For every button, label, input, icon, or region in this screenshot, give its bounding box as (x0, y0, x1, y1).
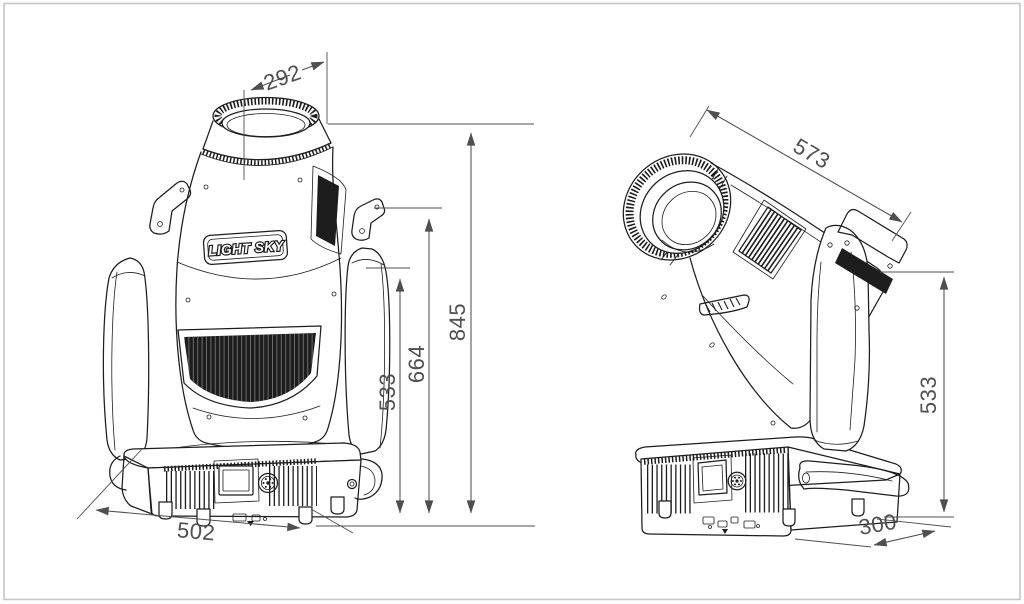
base-carry-handle (798, 460, 910, 497)
front-dimensions: 292 845 664 533 502 (76, 52, 535, 545)
yoke-arm-left (102, 257, 150, 461)
ext-line (891, 211, 912, 242)
dim-line-base-width (95, 506, 301, 532)
front-lens-rim (200, 96, 334, 166)
front-view: LIGHT SKY (76, 52, 535, 545)
ext-line (310, 508, 354, 534)
ext-line (76, 448, 143, 520)
logo-text: LIGHT SKY (208, 238, 286, 258)
louver-strip (643, 447, 788, 465)
base-knob (257, 472, 279, 494)
dim-line-head-length (706, 109, 903, 223)
dim-label-head-length: 573 (789, 133, 835, 174)
front-base (109, 442, 383, 527)
side-view: 573 533 300 (622, 105, 954, 548)
logo-plate: LIGHT SKY (202, 229, 289, 265)
dim-line-base-depth (873, 529, 936, 547)
dim-label-overall-height: 845 (445, 303, 470, 341)
dim-label-base-width: 502 (176, 517, 216, 545)
dim-label-base-depth: 300 (857, 509, 899, 540)
yoke-lock-knob (346, 478, 358, 490)
dim-label-arm-height: 533 (375, 373, 400, 411)
front-head (175, 146, 343, 450)
head-handle-left (149, 180, 192, 235)
head-side-vent (310, 165, 347, 255)
head-bottom-louver (698, 294, 750, 316)
side-lens (622, 153, 732, 261)
screw-dots (185, 177, 337, 421)
head-handle-right (351, 198, 386, 241)
dim-line-lens (250, 74, 291, 91)
ext-line (876, 518, 952, 528)
base-right-bumper (354, 458, 383, 500)
dim-label-handle-height: 664 (404, 345, 429, 383)
head-side-grille (732, 199, 807, 280)
dim-label-arm-height: 533 (916, 376, 941, 414)
base-display (692, 454, 733, 504)
base-connectors (702, 516, 760, 534)
page-border (3, 2, 1021, 601)
base-feet (658, 498, 865, 527)
ext-line (689, 105, 710, 138)
base-knob (727, 471, 747, 491)
base-left-bumper (109, 455, 127, 491)
base-display (213, 458, 260, 504)
ext-line (794, 538, 872, 548)
yoke-arm-right (344, 247, 391, 455)
louver-strip (163, 458, 317, 472)
dim-line-lens (301, 61, 325, 71)
dim-label-lens-diameter: 292 (260, 59, 304, 95)
front-grille-vent (177, 325, 322, 409)
